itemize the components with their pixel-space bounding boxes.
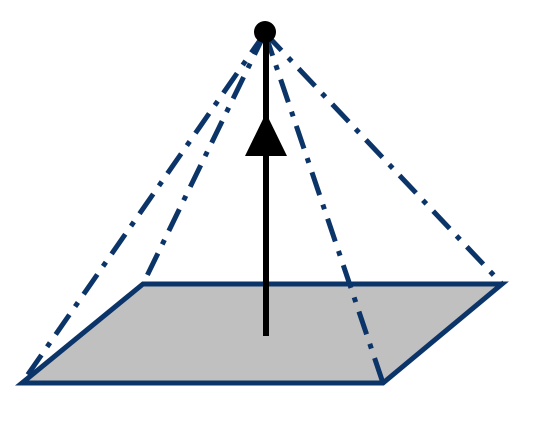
edge-back-left	[140, 31, 268, 286]
pyramid-edges	[19, 31, 504, 385]
arrow-head	[245, 113, 287, 156]
edge-front-right	[262, 32, 386, 384]
edge-front-left	[19, 31, 268, 385]
edge-back-right	[263, 31, 504, 286]
base-plane	[14, 281, 509, 386]
apex-point	[254, 21, 276, 43]
